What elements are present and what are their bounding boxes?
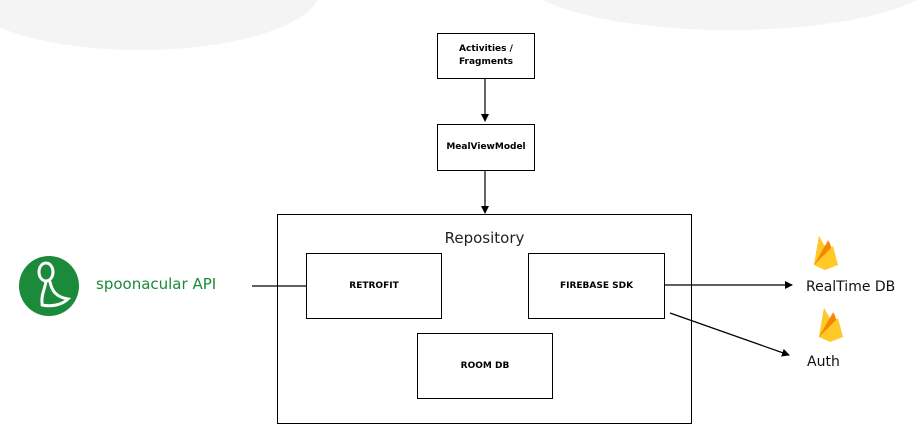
- spoonacular-api-label: spoonacular API: [96, 275, 217, 293]
- arrow-firebase-to-auth: [669, 312, 790, 357]
- meal-view-model-label: MealViewModel: [446, 142, 526, 152]
- repository-title: Repository: [444, 229, 525, 247]
- repository-container: Repository: [277, 214, 692, 424]
- firebase-flame-icon: [819, 308, 843, 342]
- retrofit-node: RETROFIT: [306, 253, 442, 319]
- realtime-db-label: RealTime DB: [806, 279, 896, 295]
- firebase-sdk-node: FIREBASE SDK: [528, 253, 665, 319]
- firebase-sdk-label: FIREBASE SDK: [559, 280, 634, 291]
- auth-label: Auth: [807, 354, 840, 370]
- activities-fragments-node: Activities / Fragments: [437, 33, 535, 79]
- meal-view-model-node: MealViewModel: [437, 124, 535, 171]
- room-db-node: ROOM DB: [417, 333, 553, 399]
- retrofit-label: RETROFIT: [349, 280, 399, 291]
- firebase-flame-icon: [814, 236, 838, 270]
- activities-fragments-label: Activities / Fragments: [458, 44, 514, 67]
- room-db-label: ROOM DB: [460, 360, 510, 371]
- spoonacular-logo-icon: [19, 256, 79, 316]
